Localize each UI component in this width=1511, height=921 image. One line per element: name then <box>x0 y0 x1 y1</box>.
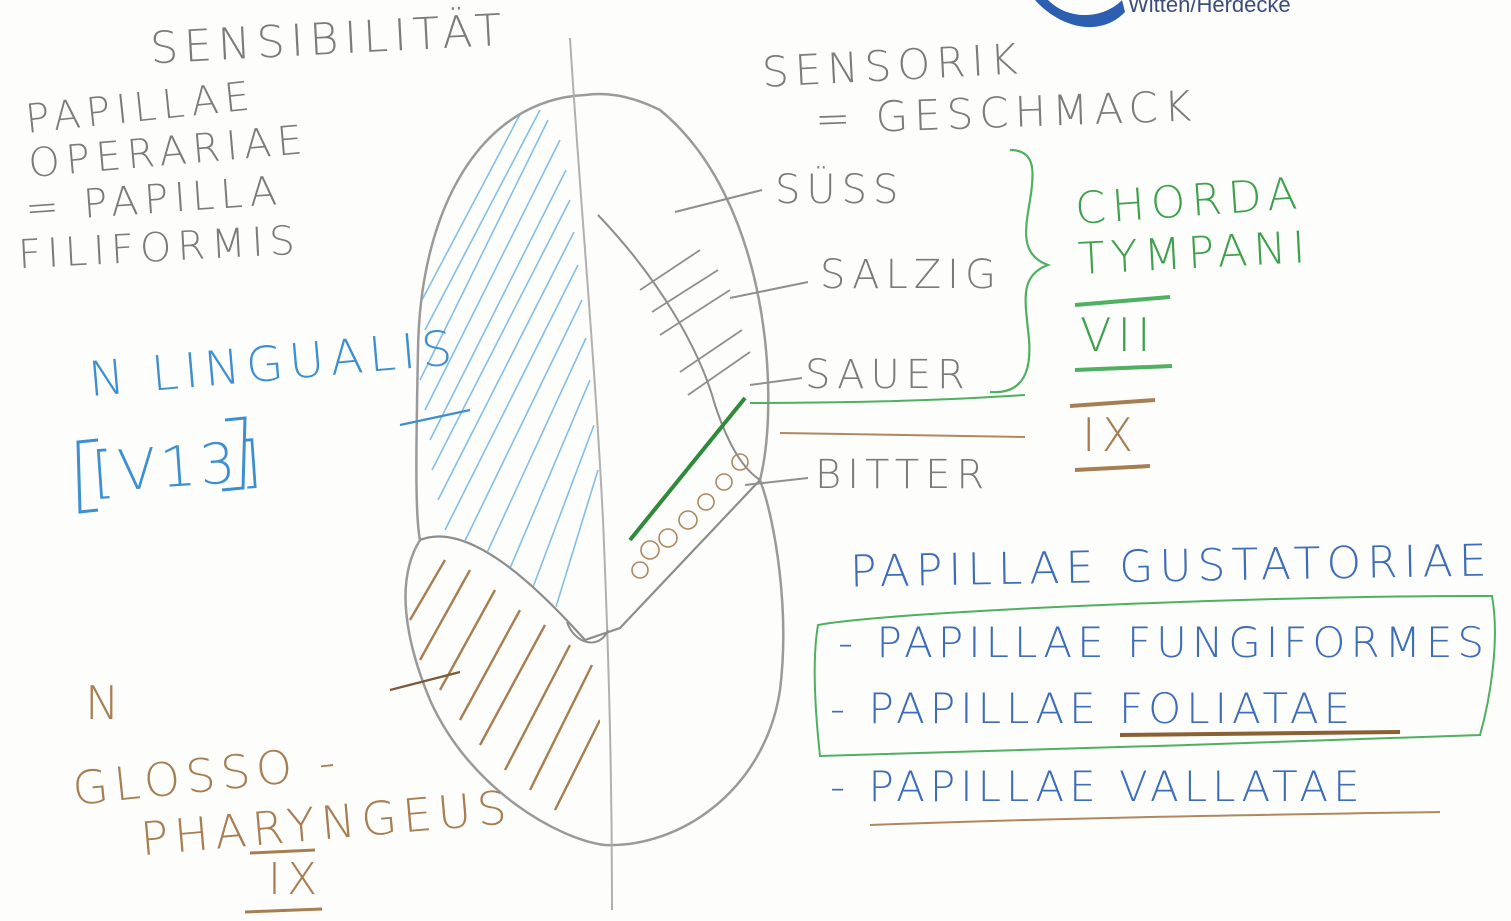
lingualis-code: [V13] <box>89 429 268 506</box>
lingualis-bracket-left <box>76 438 99 514</box>
taste-salzig: SALZIG <box>820 252 1002 298</box>
gustatory-title: PAPILLAE GUSTATORIAE <box>849 535 1493 598</box>
glosso-pointer <box>389 670 461 692</box>
ix-pointer <box>779 432 1026 438</box>
ix-overline <box>1069 398 1156 408</box>
tongue-outline <box>404 92 785 847</box>
nerve-ix: IX <box>1082 408 1140 462</box>
chorda-line <box>628 396 747 542</box>
ix-underline <box>1074 464 1151 472</box>
taste-pointers <box>674 189 809 486</box>
foramen-caecum <box>566 621 609 644</box>
foliatae-circles <box>631 453 749 579</box>
glosso-ix-overline <box>249 848 316 855</box>
chorda-pointer <box>749 394 1026 404</box>
gustatory-item-1: - PAPILLAE FUNGIFORMES <box>838 618 1490 667</box>
nerve-vii: VII <box>1080 308 1157 362</box>
vii-overline <box>1074 295 1171 307</box>
taste-bitter: BITTER <box>815 452 991 498</box>
median-line <box>569 37 613 911</box>
glosso-label-1: N <box>85 676 126 730</box>
inner-taste-boundary <box>597 214 761 481</box>
lingualis-hatching <box>419 104 599 611</box>
vallatae-underline <box>869 811 1441 826</box>
gustatory-item-2: - PAPILLAE FOLIATAE <box>830 684 1356 733</box>
lingualis-bracket-right <box>221 416 247 492</box>
sulcus-terminalis <box>419 479 761 642</box>
logo-text: Witten/Herdecke <box>1128 0 1291 17</box>
glosso-hatching <box>408 559 600 811</box>
glosso-ix-underline <box>244 907 323 914</box>
logo-mark <box>1035 0 1125 28</box>
gustatory-box <box>813 594 1496 758</box>
taste-zone-hatching <box>639 249 751 396</box>
chorda-brace <box>989 148 1052 394</box>
glosso-code: IX <box>268 854 324 905</box>
taste-sauer: SAUER <box>805 352 971 398</box>
lingualis-pointer <box>399 408 471 427</box>
taste-suess: SÜSS <box>775 167 905 213</box>
chorda-label-2: TYMPANI <box>1076 221 1313 286</box>
foliatae-underline <box>1119 730 1401 737</box>
gustatory-item-3: - PAPILLAE VALLATAE <box>830 762 1365 811</box>
vii-underline <box>1074 364 1173 372</box>
